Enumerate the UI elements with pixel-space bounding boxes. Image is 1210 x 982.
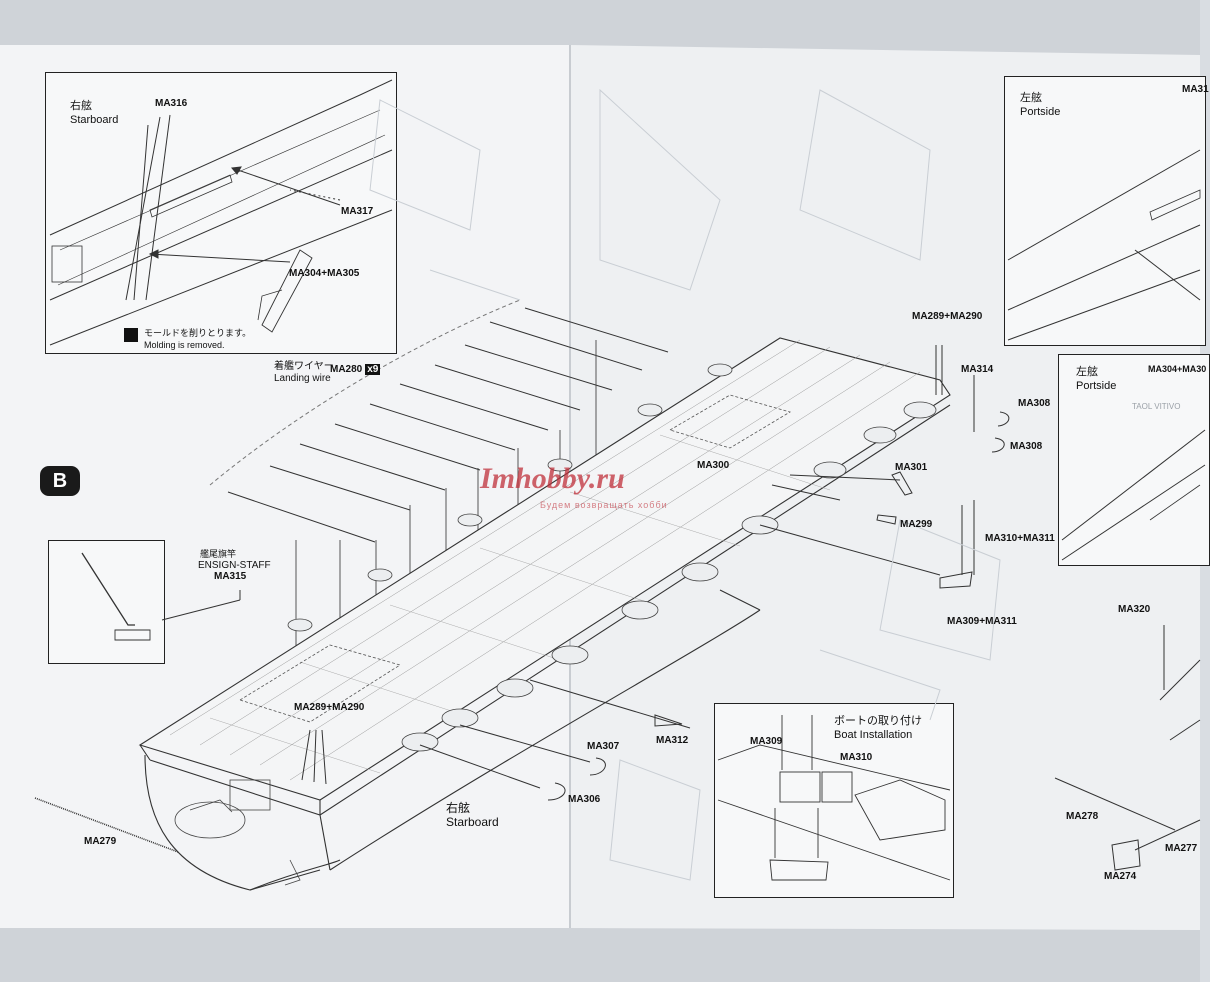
inset-starboard-jp: 右舷: [70, 100, 92, 112]
part-label-ma299: MA299: [900, 519, 933, 530]
quantity-badge: x9: [365, 364, 381, 375]
part-label-ma274: MA274: [1104, 871, 1137, 882]
part-label-ma301: MA301: [895, 462, 928, 473]
part-label-ma289-ma290-top: MA289+MA290: [912, 311, 983, 322]
part-label-ma289-ma290-deck: MA289+MA290: [294, 702, 365, 713]
part-label-ma300: MA300: [697, 460, 730, 471]
inset-portside-mid-faint: TAOL VITIVO: [1132, 402, 1181, 411]
part-label-ma279: MA279: [84, 836, 117, 847]
part-label-ma304-ma30-cut: MA304+MA30: [1148, 364, 1207, 374]
inset-portside-mid-jp: 左舷: [1076, 366, 1098, 378]
inset-portside-top-jp: 左舷: [1020, 92, 1042, 104]
inset-starboard-frame: [45, 72, 397, 354]
part-label-ma277: MA277: [1165, 843, 1198, 854]
landing-wire-en: Landing wire: [274, 373, 331, 384]
molding-note-icon: [124, 328, 138, 342]
molding-note-jp: モールドを削りとります。: [144, 328, 252, 338]
main-starboard-jp: 右舷: [446, 801, 471, 815]
hull: [144, 589, 761, 891]
ensign-staff-jp: 艦尾旗竿: [200, 549, 237, 559]
deck-planking: [169, 339, 921, 781]
inset-starboard-en: Starboard: [70, 114, 119, 126]
step-badge: B: [40, 466, 80, 496]
ensign-detail-frame: [48, 540, 165, 664]
inset-starboard-hull: [49, 79, 393, 346]
flight-deck: [138, 337, 951, 816]
main-starboard-en: Starboard: [446, 815, 499, 829]
part-label-ma310-boat: MA310: [840, 752, 873, 763]
part-label-ma312: MA312: [656, 735, 689, 746]
part-label-ma278: MA278: [1066, 811, 1099, 822]
boat-installation-en: Boat Installation: [834, 729, 913, 741]
landing-wire-lines: [227, 307, 669, 543]
part-label-ma309-boat: MA309: [750, 736, 783, 747]
inset-portside-mid-en: Portside: [1076, 380, 1117, 392]
part-label-ma320: MA320: [1118, 604, 1151, 615]
boat-installation-frame: [714, 703, 954, 898]
part-label-ma317: MA317: [341, 206, 374, 217]
part-label-ma308-b: MA308: [1010, 441, 1043, 452]
watermark-subtitle: Будем возвращать хобби: [540, 500, 668, 510]
part-label-ma307: MA307: [587, 741, 620, 752]
part-label-ma314: MA314: [961, 364, 994, 375]
watermark-logo: Imhobby.ru: [480, 462, 625, 495]
inset-portside-top-en: Portside: [1020, 106, 1061, 118]
boat-detail-art: [717, 715, 951, 881]
part-label-ma31-cut: MA31: [1182, 84, 1209, 95]
boat-installation-jp: ボートの取り付け: [834, 715, 922, 727]
part-label-ma309-ma311: MA309+MA311: [947, 616, 1017, 627]
part-label-ma315: MA315: [214, 571, 247, 582]
part-label-ma316: MA316: [155, 98, 188, 109]
inset-portside-mid-frame: [1058, 354, 1210, 566]
part-label-ma304-ma305: MA304+MA305: [289, 268, 360, 279]
part-label-ma308-a: MA308: [1018, 398, 1051, 409]
part-label-ma310-ma311: MA310+MA311: [985, 533, 1055, 544]
part-label-ma306: MA306: [568, 794, 601, 805]
ensign-staff-en: ENSIGN-STAFF: [198, 560, 271, 571]
landing-wire-jp: 着艦ワイヤー: [274, 361, 334, 372]
molding-note-en: Molding is removed.: [144, 340, 225, 350]
